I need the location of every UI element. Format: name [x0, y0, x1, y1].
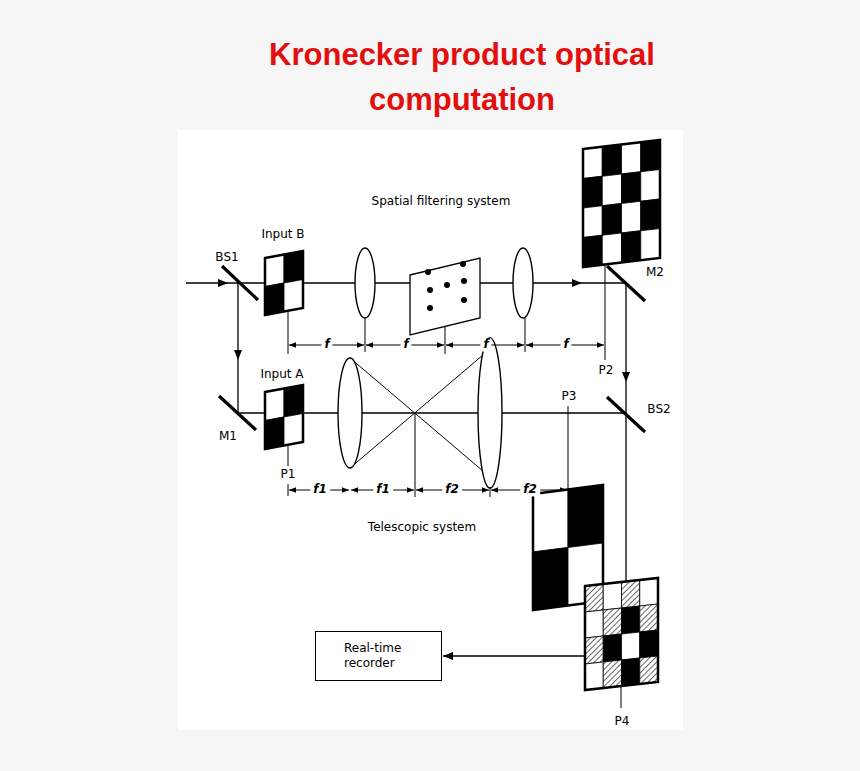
grid-cell: [603, 582, 621, 610]
grid-frame: [265, 251, 303, 315]
grid-cell: [622, 658, 640, 686]
p2-pattern: [583, 140, 660, 267]
filter-dot: [461, 297, 467, 303]
filter-dots: [425, 261, 467, 311]
label: BS1: [215, 251, 238, 264]
title: Kronecker product optical computation: [252, 32, 672, 122]
label: P1: [281, 468, 296, 481]
grid-cell: [640, 630, 658, 658]
grid-cell: [640, 578, 658, 606]
grid-cell: [622, 632, 640, 660]
label: P2: [599, 364, 614, 377]
label: M2: [646, 266, 664, 279]
filter-dot: [444, 282, 450, 288]
recorder-box: Real-time recorder: [315, 631, 442, 681]
grid-cell: [583, 206, 602, 238]
filter-plane: [410, 258, 480, 335]
filter-dot: [460, 261, 466, 267]
label: f: [321, 338, 332, 351]
grid-cell: [583, 176, 602, 208]
filter-dot: [427, 305, 433, 311]
grid-cell: [640, 656, 658, 684]
grid-cell: [603, 660, 621, 688]
label: f: [400, 338, 411, 351]
mirrors: [219, 266, 645, 432]
grid-cell: [583, 235, 602, 267]
grid-frame: [585, 578, 658, 690]
grid-cell: [603, 608, 621, 636]
input-b-mask: [265, 251, 303, 315]
grid-cell: [641, 229, 660, 261]
label: P3: [562, 390, 577, 403]
grid-cell: [284, 385, 303, 417]
label: f2: [520, 483, 540, 496]
grid-cell: [568, 485, 603, 548]
label: BS2: [647, 403, 670, 416]
label: f1: [373, 483, 393, 496]
grid-cell: [622, 606, 640, 634]
label: f2: [442, 483, 462, 496]
label: Input B: [261, 228, 304, 241]
panel: [178, 130, 683, 730]
grid-cell: [265, 417, 284, 449]
grid-cell: [265, 255, 284, 287]
grid-cell: [533, 548, 568, 611]
label: M1: [219, 430, 237, 443]
label: Input A: [260, 368, 303, 381]
grid-frame: [583, 140, 660, 267]
grid-cell: [602, 233, 621, 265]
node-text: P4: [615, 714, 630, 729]
grid-cell: [602, 174, 621, 206]
grid-cell: [641, 140, 660, 172]
telescope-rays: [350, 349, 490, 477]
grid-cell: [284, 280, 303, 312]
grid-frame: [265, 385, 303, 449]
grid-cell: [602, 204, 621, 236]
label: f1: [310, 483, 330, 496]
filter-dot: [461, 278, 467, 284]
beams: [186, 283, 626, 588]
grid-cell: [583, 147, 602, 179]
grid-cell: [585, 584, 603, 612]
grid-cell: [603, 634, 621, 662]
input-a-mask: [265, 385, 303, 449]
dimension-arrows: [289, 345, 604, 490]
grid-cell: [284, 251, 303, 283]
grid-cell: [585, 636, 603, 664]
grid-cell: [641, 199, 660, 231]
grid-cell: [265, 389, 284, 421]
grid-cell: [265, 283, 284, 315]
grid-cell: [622, 172, 641, 204]
connector-arrow: [443, 655, 585, 656]
label: Spatial filtering system: [372, 195, 511, 208]
grid-cell: [622, 142, 641, 174]
grid-cell: [585, 662, 603, 690]
p4-pattern: [585, 578, 658, 690]
node-text: Real-time recorder: [344, 641, 420, 671]
grid-cell: [602, 145, 621, 177]
label: Telescopic system: [368, 521, 476, 534]
label: f: [480, 338, 491, 351]
grid-cell: [284, 414, 303, 446]
filter-dot: [427, 287, 433, 293]
grid-cell: [622, 201, 641, 233]
output-plane: P4: [583, 576, 661, 729]
lenses: [338, 248, 533, 488]
grid-cell: [622, 231, 641, 263]
label: f: [560, 338, 571, 351]
pattern-grids: [265, 140, 660, 690]
grid-cell: [533, 490, 568, 553]
grid-cell: [641, 170, 660, 202]
grid-cell: [585, 610, 603, 638]
filter-dot: [425, 269, 431, 275]
grid-cell: [640, 604, 658, 632]
grid-cell: [622, 580, 640, 608]
leader-lines: [288, 262, 621, 708]
